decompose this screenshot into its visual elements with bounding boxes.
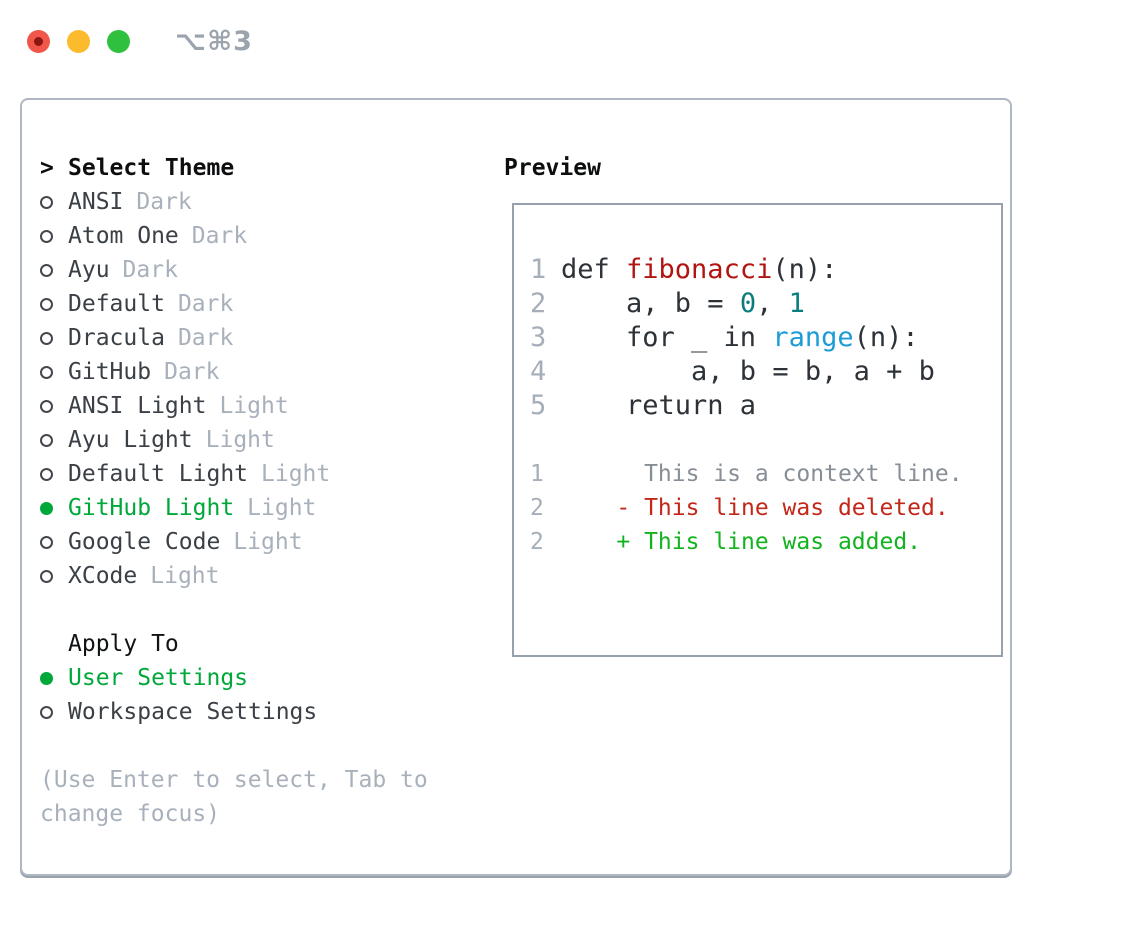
apply-to-header: Apply To bbox=[40, 627, 428, 661]
apply-to-title: Apply To bbox=[68, 631, 179, 657]
select-theme-title: Select Theme bbox=[68, 155, 235, 181]
radio-icon bbox=[40, 400, 53, 413]
radio-icon bbox=[40, 366, 53, 379]
line-number: 2 bbox=[530, 529, 544, 555]
theme-option[interactable]: GitHub Dark bbox=[40, 355, 428, 389]
prompt-icon: > bbox=[40, 155, 54, 181]
theme-option[interactable]: XCode Light bbox=[40, 559, 428, 593]
theme-option[interactable]: ANSI Light Light bbox=[40, 389, 428, 423]
diff-context-line: 1 This is a context line. bbox=[530, 457, 1001, 491]
code-line: 4 a, b = b, a + b bbox=[530, 356, 935, 387]
zoom-button-icon[interactable] bbox=[107, 30, 130, 53]
diff-added-line: 2 + This line was added. bbox=[530, 525, 1001, 559]
radio-icon bbox=[40, 230, 53, 243]
theme-option[interactable]: Dracula Dark bbox=[40, 321, 428, 355]
radio-icon bbox=[40, 434, 53, 447]
apply-option-user-settings[interactable]: User Settings bbox=[40, 661, 428, 695]
code-line: 5 return a bbox=[530, 390, 757, 421]
minimize-button-icon[interactable] bbox=[67, 30, 90, 53]
radio-icon bbox=[40, 468, 53, 481]
theme-option[interactable]: ANSI Dark bbox=[40, 185, 428, 219]
radio-icon bbox=[40, 332, 53, 345]
close-dot-icon bbox=[34, 37, 43, 46]
theme-option[interactable]: Default Dark bbox=[40, 287, 428, 321]
theme-option[interactable]: Default Light Light bbox=[40, 457, 428, 491]
line-number: 4 bbox=[530, 356, 547, 387]
hint-text-line2: change focus) bbox=[40, 801, 221, 827]
close-button-icon[interactable] bbox=[27, 30, 50, 53]
radio-selected-icon bbox=[40, 502, 53, 515]
titlebar: ⌥⌘3 bbox=[27, 26, 253, 57]
radio-selected-icon bbox=[40, 672, 53, 685]
line-number: 5 bbox=[530, 390, 547, 421]
theme-picker-panel: > Select Theme ANSI Dark Atom One Dark A… bbox=[20, 98, 1012, 876]
theme-option[interactable]: Ayu Dark bbox=[40, 253, 428, 287]
theme-option[interactable]: Atom One Dark bbox=[40, 219, 428, 253]
line-number: 2 bbox=[530, 495, 544, 521]
apply-option-workspace-settings[interactable]: Workspace Settings bbox=[40, 695, 428, 729]
window-shortcut-label: ⌥⌘3 bbox=[175, 26, 253, 57]
theme-option-selected[interactable]: GitHub Light Light bbox=[40, 491, 428, 525]
radio-icon bbox=[40, 570, 53, 583]
radio-icon bbox=[40, 298, 53, 311]
theme-option[interactable]: Ayu Light Light bbox=[40, 423, 428, 457]
radio-icon bbox=[40, 264, 53, 277]
radio-icon bbox=[40, 196, 53, 209]
line-number: 2 bbox=[530, 288, 547, 319]
diff-deleted-line: 2 - This line was deleted. bbox=[530, 491, 1001, 525]
line-number: 3 bbox=[530, 322, 547, 353]
hint-text-line1: (Use Enter to select, Tab to bbox=[40, 767, 428, 793]
theme-list: > Select Theme ANSI Dark Atom One Dark A… bbox=[40, 151, 428, 831]
radio-icon bbox=[40, 706, 53, 719]
theme-option[interactable]: Google Code Light bbox=[40, 525, 428, 559]
code-line: 2 a, b = 0, 1 bbox=[530, 288, 805, 319]
select-theme-header: > Select Theme bbox=[40, 151, 428, 185]
radio-icon bbox=[40, 536, 53, 549]
preview-title: Preview bbox=[504, 155, 601, 181]
code-line: 3 for _ in range(n): bbox=[530, 322, 919, 353]
line-number: 1 bbox=[530, 254, 547, 285]
line-number: 1 bbox=[530, 461, 544, 487]
